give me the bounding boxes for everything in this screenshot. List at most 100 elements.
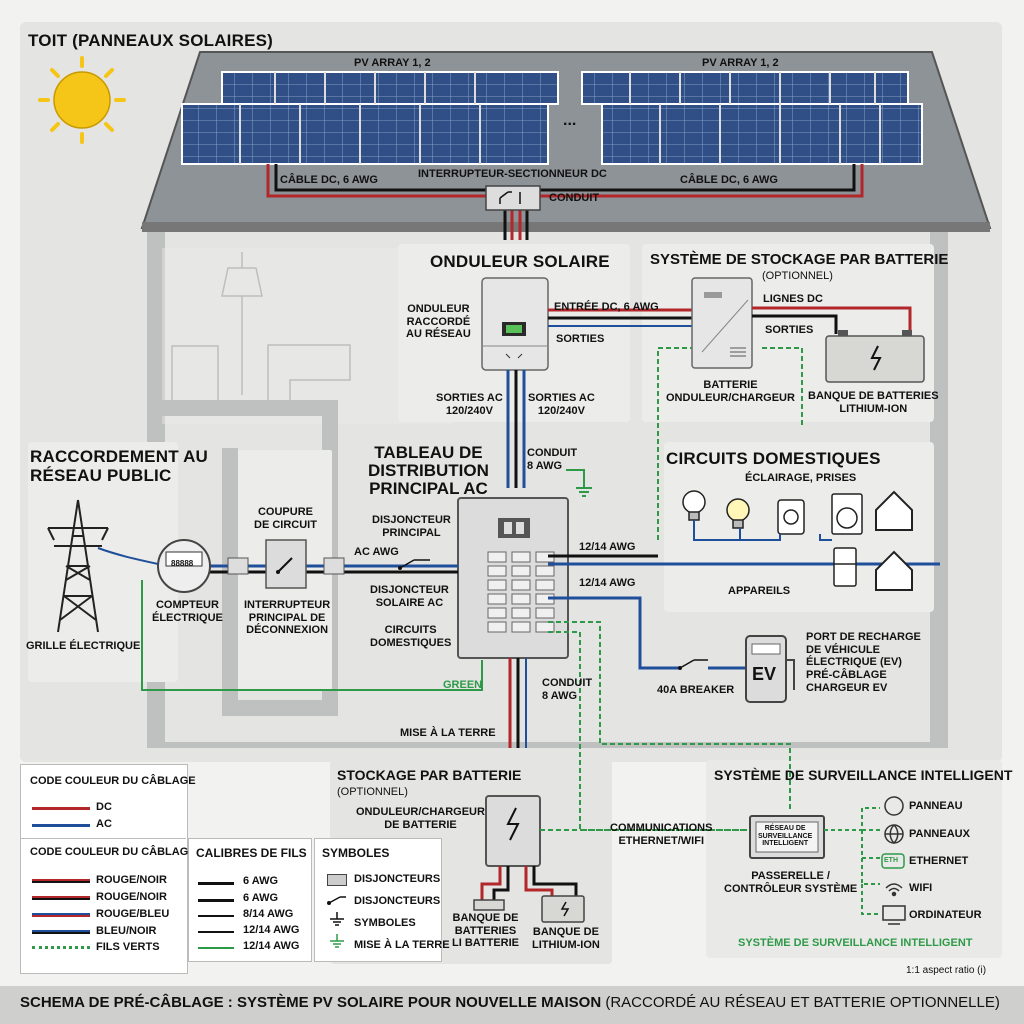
legend-color-box <box>20 764 188 974</box>
legend-symbol-2: SYMBOLES <box>354 917 416 929</box>
fridge-icon <box>833 547 857 587</box>
legend-color2-item-3: BLEU/NOIR <box>96 925 157 937</box>
battery-bank-label: BANQUE DE BATTERIES LITHIUM-ION <box>808 390 939 415</box>
main-disconnect-label: INTERRUPTEUR PRINCIPAL DE DÉCONNEXION <box>244 599 331 637</box>
storage-outputs-label: SORTIES <box>765 324 814 336</box>
ac-awg-label: AC AWG <box>354 546 399 558</box>
monitor-network-label: RÉSEAU DE SURVEILLANCE INTELLIGENT <box>758 825 813 848</box>
legend-swatch-1 <box>32 896 90 900</box>
battery-bank-icon <box>825 330 925 383</box>
monitor-item-0: PANNEAU <box>909 800 963 812</box>
solar-breaker-label: DISJONCTEUR SOLAIRE AC <box>370 584 449 609</box>
lighting-label: ÉCLAIRAGE, PRISES <box>745 472 857 484</box>
computer-icon <box>882 905 906 921</box>
ground-label: MISE À LA TERRE <box>400 727 496 739</box>
washer-icon <box>831 493 863 535</box>
grid-title: RACCORDEMENT AU RÉSEAU PUBLIC <box>30 447 209 485</box>
cutoff-label: COUPURE DE CIRCUIT <box>254 506 317 531</box>
dc-input-label: ENTRÉE DC, 6 AWG <box>554 301 659 313</box>
conduit-top-label: CONDUIT 8 AWG <box>527 447 578 472</box>
legend-swatch-3 <box>32 930 90 934</box>
storage-optional: (OPTIONNEL) <box>762 270 833 282</box>
legend-gauge-4: 12/14 AWG <box>243 940 300 952</box>
lightbulb-icon-lit <box>726 498 750 529</box>
home-circuits-panel-label: CIRCUITS DOMESTIQUES <box>370 624 452 649</box>
legend-gauges-title: CALIBRES DE FILS <box>196 846 307 860</box>
storage2-bank-left-label: BANQUE DE BATTERIES LI BATTERIE <box>452 912 520 950</box>
outlet-icon <box>777 499 805 535</box>
legend-gauge-1: 6 AWG <box>243 892 279 904</box>
footer-title-bold: SCHEMA DE PRÉ-CÂBLAGE : SYSTÈME PV SOLAI… <box>20 994 602 1011</box>
lower-battery-inverter <box>485 795 541 867</box>
panel-title: TABLEAU DE DISTRIBUTION PRINCIPAL AC <box>368 443 489 498</box>
legend-color2-item-1: ROUGE/NOIR <box>96 891 167 903</box>
footer-title: SCHEMA DE PRÉ-CÂBLAGE : SYSTÈME PV SOLAI… <box>20 994 1000 1011</box>
storage2-optional: (OPTIONNEL) <box>337 786 408 798</box>
switch-symbol-icon <box>327 896 346 905</box>
monitor-item-1: PANNEAUX <box>909 828 970 840</box>
lower-battery-left <box>473 899 505 911</box>
grid-tied-label: ONDULEUR RACCORDÉ AU RÉSEAU <box>406 303 471 341</box>
pv-array-right-label: PV ARRAY 1, 2 <box>702 57 779 69</box>
ev-charger-icon <box>745 635 795 703</box>
legend-ac-swatch <box>32 824 90 827</box>
awg-2-label: 12/14 AWG <box>579 577 636 589</box>
legend-gauge-0: 6 AWG <box>243 875 279 887</box>
gateway-label: PASSERELLE / CONTRÔLEUR SYSTÈME <box>724 870 858 895</box>
monitor-item-4: ORDINATEUR <box>909 909 982 921</box>
monitor-title: SYSTÈME DE SURVEILLANCE INTELLIGENT <box>714 767 1013 783</box>
dc-disconnect-label: INTERRUPTEUR-SECTIONNEUR DC <box>418 168 607 180</box>
legend-ac-label: AC <box>96 818 112 830</box>
symbol-ground-icon <box>330 912 344 926</box>
legend-color2-item-0: ROUGE/NOIR <box>96 874 167 886</box>
panel-icon <box>884 796 904 816</box>
inverter-title: ONDULEUR SOLAIRE <box>430 252 610 271</box>
wifi-icon <box>885 883 903 892</box>
dc-cable-right-label: CÂBLE DC, 6 AWG <box>680 174 778 186</box>
meter-label: COMPTEUR ÉLECTRIQUE <box>152 599 223 624</box>
ethernet-icon-label: ETH <box>884 857 898 864</box>
pv-array-right <box>581 71 923 165</box>
legend-swatch-4 <box>32 946 90 949</box>
legend-swatch-0 <box>32 879 90 883</box>
battery-inverter-device <box>691 277 753 369</box>
gateway-device <box>749 815 825 859</box>
pv-ellipsis: ... <box>563 112 577 129</box>
dc-cable-left-label: CÂBLE DC, 6 AWG <box>280 174 378 186</box>
footer-title-normal: (RACCORDÉ AU RÉSEAU ET BATTERIE OPTIONNE… <box>605 994 1000 1011</box>
sun-icon <box>38 56 126 144</box>
monitor-item-2: ETHERNET <box>909 855 969 867</box>
ev-label: EV <box>752 664 777 684</box>
storage2-bank-right-label: BANQUE DE LITHIUM-ION <box>532 926 600 951</box>
meter-display: 88888 <box>171 559 194 568</box>
inverter-device <box>481 277 549 371</box>
pv-array-left-label: PV ARRAY 1, 2 <box>354 57 431 69</box>
dc-disconnect-box <box>485 185 541 211</box>
monitor-footer: SYSTÈME DE SURVEILLANCE INTELLIGENT <box>738 937 973 949</box>
legend-gauge-3: 12/14 AWG <box>243 924 300 936</box>
aspect-note: 1:1 aspect ratio (i) <box>906 965 987 976</box>
battery-inverter-label: BATTERIE ONDULEUR/CHARGEUR <box>666 379 795 404</box>
legend-color2-title: CODE COULEUR DU CÂBLAGE <box>30 846 196 858</box>
transmission-tower-icon <box>47 499 159 633</box>
main-breaker-label: DISJONCTEUR PRINCIPAL <box>372 514 451 539</box>
house-icon <box>875 490 913 591</box>
legend-gauge-2: 8/14 AWG <box>243 908 294 920</box>
dc-lines-label: LIGNES DC <box>763 293 823 305</box>
monitor-item-3: WIFI <box>909 882 933 894</box>
grid-label: GRILLE ÉLECTRIQUE <box>26 640 141 652</box>
storage-title: SYSTÈME DE STOCKAGE PAR BATTERIE <box>650 251 949 268</box>
ground-symbol-icon <box>330 934 344 948</box>
comms-label: COMMUNICATIONS ETHERNET/WIFI <box>610 822 713 847</box>
ethernet-icon <box>881 853 905 869</box>
roof-title: TOIT (PANNEAUX SOLAIRES) <box>28 31 274 50</box>
legend-color2-item-4: FILS VERTS <box>96 941 160 953</box>
lightbulb-icon <box>682 490 706 521</box>
legend-symbols-title: SYMBOLES <box>322 846 390 860</box>
green-wire-label: GREEN <box>443 679 483 691</box>
conduit-label: CONDUIT <box>549 192 600 204</box>
legend-symbol-0: DISJONCTEURS <box>354 873 441 885</box>
main-distribution-panel <box>457 497 569 659</box>
legend-color2-item-2: ROUGE/BLEU <box>96 908 170 920</box>
